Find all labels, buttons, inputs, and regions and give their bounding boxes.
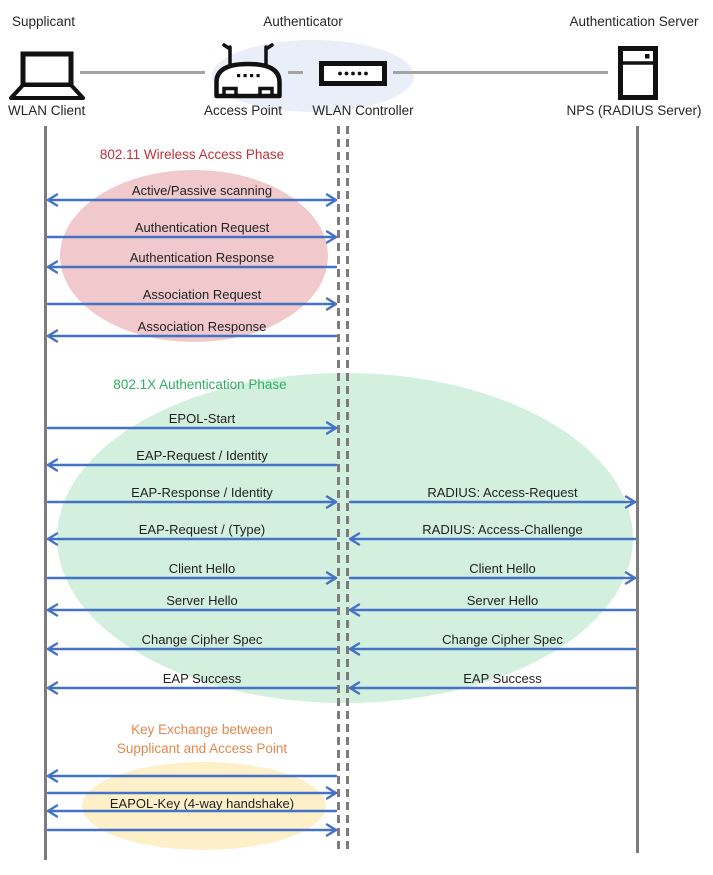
message-arrow-right (348, 495, 637, 509)
message-arrow-left (348, 681, 637, 695)
message-label: EAP-Response / Identity (131, 485, 273, 500)
phase-title-keyexchange-line2: Supplicant and Access Point (116, 741, 288, 756)
phase-title-keyexchange-line1: Key Exchange between (131, 722, 273, 737)
access-point-icon (214, 43, 282, 99)
message-label: Client Hello (168, 561, 236, 576)
message-arrow-right (46, 823, 338, 837)
message-label: Client Hello (469, 561, 536, 576)
node-label-nps-radius-server: NPS (RADIUS Server) (566, 103, 702, 118)
message-label: Authentication Request (134, 220, 270, 235)
laptop-icon (9, 51, 85, 100)
node-label-access-point: Access Point (203, 103, 283, 118)
message-label: EAP-Request / (Type) (138, 522, 266, 537)
lifeline-wlan-client (44, 126, 47, 860)
phase-title-80211: 802.11 Wireless Access Phase (99, 147, 285, 162)
message-label: EPOL-Start (168, 411, 236, 426)
message-label: RADIUS: Access-Challenge (422, 522, 583, 537)
message-arrow-left (46, 458, 338, 472)
message-arrow-right (46, 421, 338, 435)
message-label: Server Hello (166, 593, 238, 608)
message-arrow-right (46, 297, 338, 311)
message-label: EAP-Request / Identity (136, 448, 268, 463)
message-arrow-right (46, 230, 338, 244)
node-label-wlan-client: WLAN Client (8, 103, 86, 118)
phase-title-8021x: 802.1X Authentication Phase (113, 377, 287, 392)
server-icon (618, 46, 658, 100)
message-arrow-right (348, 571, 637, 585)
message-arrow-left (46, 642, 338, 656)
link-controller-server (393, 71, 608, 74)
message-label: Association Response (137, 319, 267, 334)
message-label: EAP Success (463, 671, 542, 686)
role-authentication-server: Authentication Server (569, 14, 699, 29)
message-arrow-right (46, 786, 338, 800)
message-label: Association Request (142, 287, 262, 302)
message-arrow-left (46, 532, 338, 546)
phase-80211-ellipse (60, 170, 328, 342)
message-arrow-left (46, 260, 338, 274)
message-arrow-left (348, 642, 637, 656)
message-arrow-left (348, 532, 637, 546)
message-arrow-right (46, 495, 338, 509)
node-label-wlan-controller: WLAN Controller (312, 103, 414, 118)
role-supplicant: Supplicant (12, 14, 76, 29)
message-arrow-left (46, 603, 338, 617)
message-label: Change Cipher Spec (141, 632, 263, 647)
message-arrow-left (348, 603, 637, 617)
message-arrow-left (46, 769, 338, 783)
message-label: EAPOL-Key (4-way handshake) (109, 796, 295, 811)
message-label: RADIUS: Access-Request (427, 485, 578, 500)
message-arrow-left (46, 329, 338, 343)
message-arrow-both (46, 193, 338, 207)
lifeline-controller-right (346, 126, 349, 852)
link-client-ap (80, 71, 205, 74)
message-label: Active/Passive scanning (131, 183, 273, 198)
message-label: Server Hello (466, 593, 539, 608)
wlan-controller-icon (319, 61, 387, 86)
lifeline-controller-left (337, 126, 340, 852)
message-arrow-right (46, 571, 338, 585)
lifeline-radius-server (636, 126, 639, 853)
message-arrow-left (46, 681, 338, 695)
message-label: Change Cipher Spec (442, 632, 563, 647)
message-label: Authentication Response (129, 250, 275, 265)
message-label: EAP Success (162, 671, 242, 686)
message-arrow-left (46, 804, 338, 818)
link-ap-controller (288, 71, 303, 74)
role-authenticator: Authenticator (263, 14, 343, 29)
